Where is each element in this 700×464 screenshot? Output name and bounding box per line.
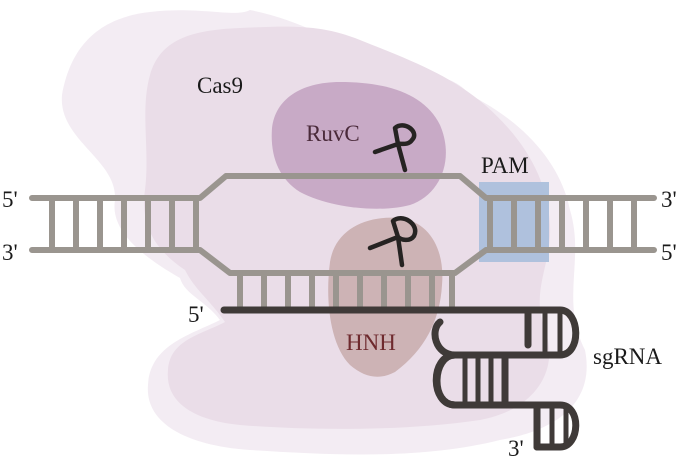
cas9-body [144, 26, 551, 429]
sgrna-rungs [462, 307, 569, 450]
dna-3prime-left-label: 3' [2, 240, 18, 265]
dna-sgrna-pairing-rungs [237, 270, 455, 311]
ruvc-scissors-icon [372, 123, 417, 173]
ruvc-label: RuvC [306, 121, 360, 146]
dna-left-rungs [49, 195, 199, 253]
hnh-label: HNH [346, 330, 396, 355]
dna-5prime-left-label: 5' [2, 187, 18, 212]
sgrna-loop-2 [432, 351, 509, 409]
pam-label: PAM [481, 153, 529, 178]
cas9-label: Cas9 [197, 73, 243, 98]
hnh-scissors-icon [367, 216, 418, 268]
target-dna [29, 173, 657, 311]
dna-5prime-right-label: 5' [661, 240, 677, 265]
dna-right-rungs [487, 195, 637, 253]
sgrna-label: sgRNA [593, 344, 662, 369]
sgrna-3prime-label: 3' [508, 436, 524, 461]
dna-3prime-right-label: 3' [661, 187, 677, 212]
sgrna [220, 306, 580, 451]
sgrna-5prime-label: 5' [188, 302, 204, 327]
